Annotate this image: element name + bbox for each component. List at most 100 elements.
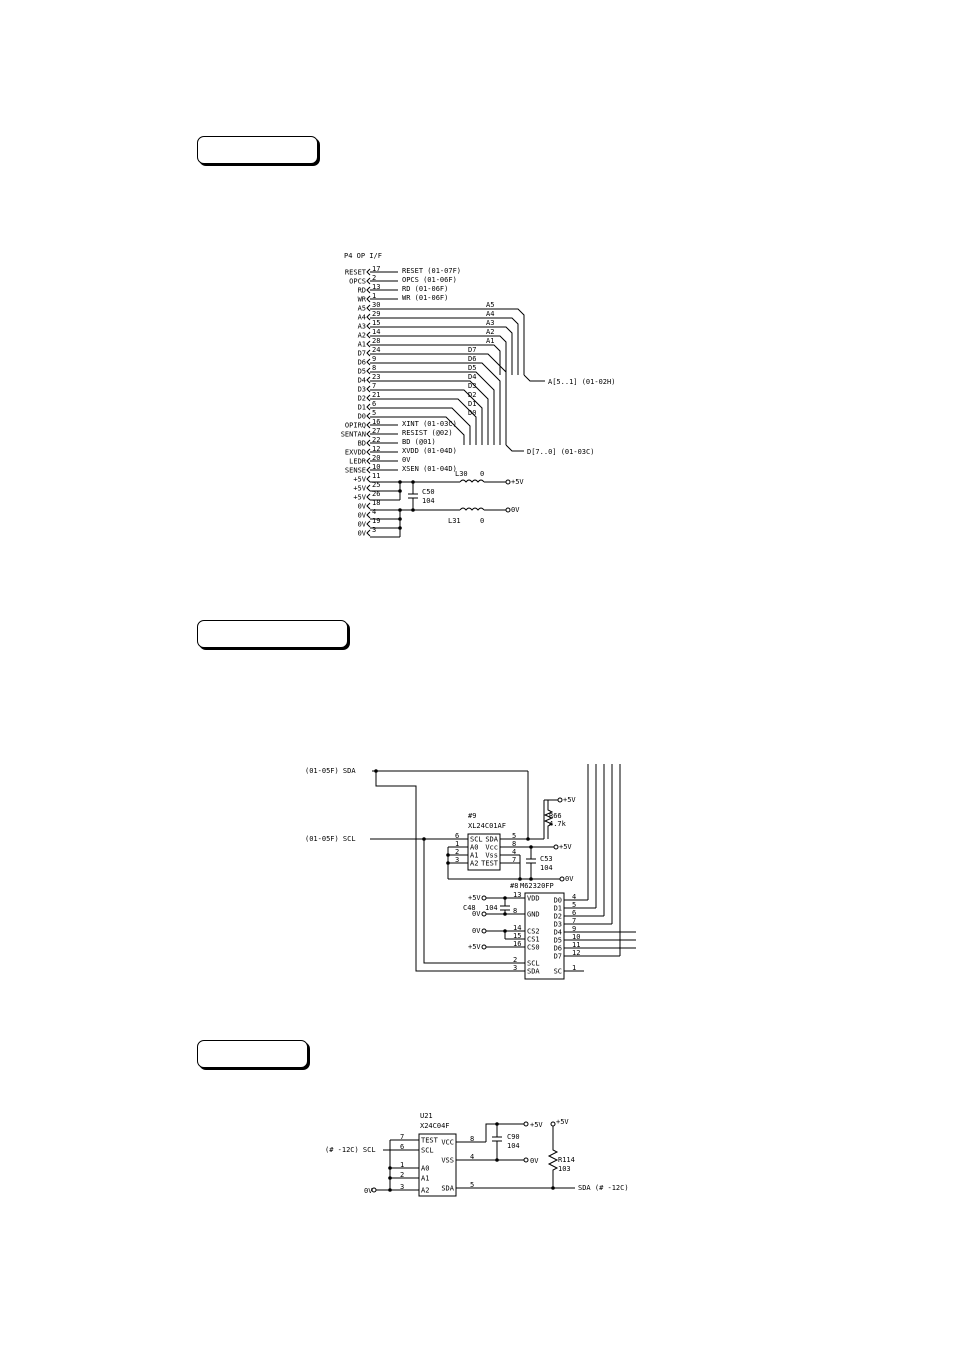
ic8-pin-left-num: 15 (513, 932, 521, 940)
u21-part: X24C04F (420, 1122, 450, 1130)
ic8-pin-left-label: CS0 (527, 944, 540, 952)
pin-net-label: RESET (01-07F) (402, 267, 461, 275)
pin-number: 18 (372, 499, 380, 507)
ic9-pin-right-label: SDA (485, 836, 498, 844)
pin-number: 6 (372, 400, 376, 408)
connector-arrow (366, 268, 371, 276)
pin-number: 24 (372, 346, 380, 354)
ic8-pin-left-num: 16 (513, 940, 521, 948)
r66-value: 4.7k (549, 820, 567, 828)
ic8-pin-left-label: CS1 (527, 936, 540, 944)
pin-signal-label: BD (358, 440, 366, 448)
u21-pin-left-num: 1 (400, 1161, 404, 1169)
pin-signal-label: WR (358, 296, 367, 304)
ic8-body (524, 892, 565, 980)
connector-arrow (366, 322, 371, 330)
pin-number: 8 (372, 364, 376, 372)
ic8-pin-left-num: 13 (513, 891, 521, 899)
pin-net-label: OPCS (01-06F) (402, 276, 457, 284)
address-bus: A[5..1] (01-02H) (370, 308, 615, 386)
connector-arrow (366, 367, 371, 375)
u21-sda-out: SDA (# -12C) (578, 1184, 629, 1192)
connector-arrow (366, 502, 371, 510)
pin-number: 21 (372, 391, 380, 399)
pin-signal-label: D5 (358, 368, 366, 376)
connector-arrow (366, 304, 371, 312)
pin-net-label: A2 (486, 328, 494, 336)
connector-arrow (366, 457, 371, 465)
u21-scl-in: (# -12C) SCL (325, 1146, 376, 1154)
pin-number: 4 (372, 508, 376, 516)
r114-plus5v: +5V (556, 1118, 569, 1126)
pin-number: 9 (372, 355, 376, 363)
cs-plus5v: +5V (468, 943, 481, 951)
u21-pin-left-label: TEST (421, 1137, 439, 1145)
ic8-pin-left-num: 2 (513, 956, 517, 964)
ic8-pin-right-label: D2 (554, 913, 562, 921)
ic8-pin-right-num: 4 (572, 893, 576, 901)
connector-arrow (366, 484, 371, 492)
u21-pin-left-label: A0 (421, 1165, 429, 1173)
r114-label: R114 (558, 1156, 575, 1164)
ic8-pin-right-num: 6 (572, 909, 576, 917)
ic8-pin-right-label: D3 (554, 921, 562, 929)
ic8-pin-right-num: 9 (572, 925, 576, 933)
connector-arrow (366, 412, 371, 420)
pin-number: 1 (372, 292, 376, 300)
pin-signal-label: SENSE (345, 467, 366, 475)
pin-number: 14 (372, 328, 380, 336)
power-block: +5V L30 0 C50 104 0V L31 0 (370, 470, 524, 538)
ic9-pin-right-label: Vcc (485, 844, 498, 852)
pin-signal-label: D1 (358, 404, 366, 412)
ic8-pin-left-label: CS2 (527, 928, 540, 936)
ic8-ref: #8 (510, 882, 518, 890)
pin-net-label: D2 (468, 391, 476, 399)
pin-number: 20 (372, 454, 380, 462)
c48-value: 104 (485, 904, 498, 912)
plus5v-label-l30: +5V (511, 478, 524, 486)
pin-signal-label: OPIRQ (345, 422, 366, 430)
pin-net-label: WR (01-06F) (402, 294, 448, 302)
pin-number: 16 (372, 418, 380, 426)
ic9-pin-left-label: A0 (470, 844, 478, 852)
op-if-pin-row: OPIRQ 16 XINT (01-03C) (345, 418, 457, 430)
u21-pin-left-num: 7 (400, 1133, 404, 1141)
pin-signal-label: D0 (358, 413, 366, 421)
pin-number: 28 (372, 337, 380, 345)
pin-signal-label: D6 (358, 359, 366, 367)
ic8-pin-left-label: VDD (527, 895, 540, 903)
ic9-ref: #9 (468, 812, 476, 820)
pin-signal-label: A1 (358, 341, 366, 349)
pin-net-label: XSEN (01-04D) (402, 465, 457, 473)
pin-net-label: D4 (468, 373, 476, 381)
connector-arrow (366, 448, 371, 456)
ic8-pin-right-label: SC (554, 968, 562, 976)
ic8-pin-left-label: SDA (527, 968, 540, 976)
pin-net-label: XINT (01-03C) (402, 420, 457, 428)
op-if-title: P4 OP I/F (344, 252, 382, 260)
ic8-pin-left-label: GND (527, 911, 540, 919)
ic9-pin-left-num: 3 (455, 856, 459, 864)
cs-0v: 0V (472, 927, 481, 935)
c53-label: C53 (540, 855, 553, 863)
pin-signal-label: A4 (358, 314, 366, 322)
pin-signal-label: RESET (345, 269, 367, 277)
pin-signal-label: +5V (353, 485, 366, 493)
pin-signal-label: A5 (358, 305, 366, 313)
pin-signal-label: D3 (358, 386, 366, 394)
